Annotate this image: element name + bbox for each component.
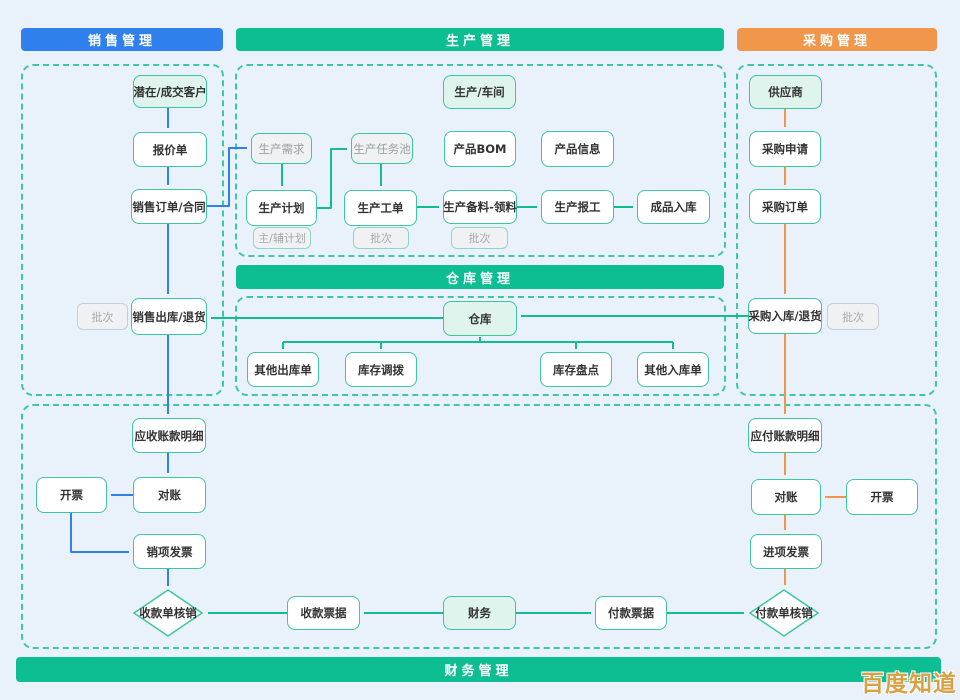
node-prod-demand: 生产需求 bbox=[251, 133, 312, 164]
node-transfer: 库存调拨 bbox=[345, 352, 417, 387]
header-finance: 财务管理 bbox=[16, 657, 941, 682]
node-invoice-ar: 开票 bbox=[36, 477, 107, 513]
node-supplier: 供应商 bbox=[749, 75, 822, 109]
diamond-shape bbox=[749, 589, 819, 637]
tag-batch-material: 批次 bbox=[451, 227, 508, 249]
tag-batch-sales: 批次 bbox=[77, 303, 128, 330]
node-customer: 潜在/成交客户 bbox=[133, 75, 207, 108]
node-label: 收款单核销 bbox=[139, 606, 197, 620]
node-reconcile-ar: 对账 bbox=[133, 477, 206, 513]
node-stocktake: 库存盘点 bbox=[540, 352, 612, 387]
node-finance: 财务 bbox=[443, 596, 516, 630]
node-ap-detail: 应付账款明细 bbox=[748, 418, 822, 453]
node-other-in: 其他入库单 bbox=[637, 352, 709, 387]
node-receipt-bill: 收款票据 bbox=[287, 596, 360, 630]
header-production: 生产管理 bbox=[236, 28, 724, 51]
node-product-info: 产品信息 bbox=[541, 131, 614, 167]
node-invoice-ap: 开票 bbox=[846, 479, 918, 515]
node-sales-outbound: 销售出库/退货 bbox=[131, 298, 207, 335]
node-purchase-request: 采购申请 bbox=[749, 131, 821, 167]
node-prod-report: 生产报工 bbox=[541, 190, 614, 224]
node-workshop: 生产/车间 bbox=[443, 75, 516, 109]
section-warehouse bbox=[235, 296, 726, 396]
node-finished-in: 成品入库 bbox=[637, 190, 710, 224]
tag-batch-workorder: 批次 bbox=[353, 227, 409, 249]
node-payment-verify: 付款单核销 bbox=[748, 589, 820, 637]
node-warehouse: 仓库 bbox=[443, 301, 517, 336]
node-label: 付款单核销 bbox=[755, 606, 813, 620]
header-warehouse: 仓库管理 bbox=[236, 265, 724, 289]
node-payment-bill: 付款票据 bbox=[595, 596, 667, 630]
node-ar-detail: 应收账款明细 bbox=[132, 418, 206, 453]
node-sales-order: 销售订单/合同 bbox=[131, 189, 207, 224]
section-finance bbox=[21, 404, 937, 649]
header-sales: 销售管理 bbox=[21, 28, 223, 51]
node-work-order: 生产工单 bbox=[344, 190, 417, 226]
node-prod-plan: 生产计划 bbox=[246, 190, 317, 226]
tag-batch-purchase: 批次 bbox=[827, 303, 879, 330]
node-receipt-verify: 收款单核销 bbox=[132, 589, 204, 637]
section-sales bbox=[21, 64, 224, 396]
node-quotation: 报价单 bbox=[133, 132, 207, 167]
node-other-out: 其他出库单 bbox=[247, 352, 319, 387]
node-purchase-invoice: 进项发票 bbox=[750, 534, 822, 569]
tag-main-aux-plan: 主/辅计划 bbox=[253, 227, 311, 249]
node-material: 生产备料-领料 bbox=[443, 190, 517, 224]
header-purchase: 采购管理 bbox=[737, 28, 937, 51]
node-purchase-inbound: 采购入库/退货 bbox=[748, 298, 822, 334]
node-bom: 产品BOM bbox=[444, 131, 516, 167]
node-purchase-order: 采购订单 bbox=[749, 189, 821, 224]
node-task-pool: 生产任务池 bbox=[351, 133, 413, 164]
section-purchase bbox=[736, 64, 937, 396]
watermark: 百度知道 bbox=[861, 671, 957, 697]
node-sales-invoice: 销项发票 bbox=[133, 534, 206, 569]
node-reconcile-ap: 对账 bbox=[751, 479, 821, 515]
diamond-shape bbox=[133, 589, 203, 637]
